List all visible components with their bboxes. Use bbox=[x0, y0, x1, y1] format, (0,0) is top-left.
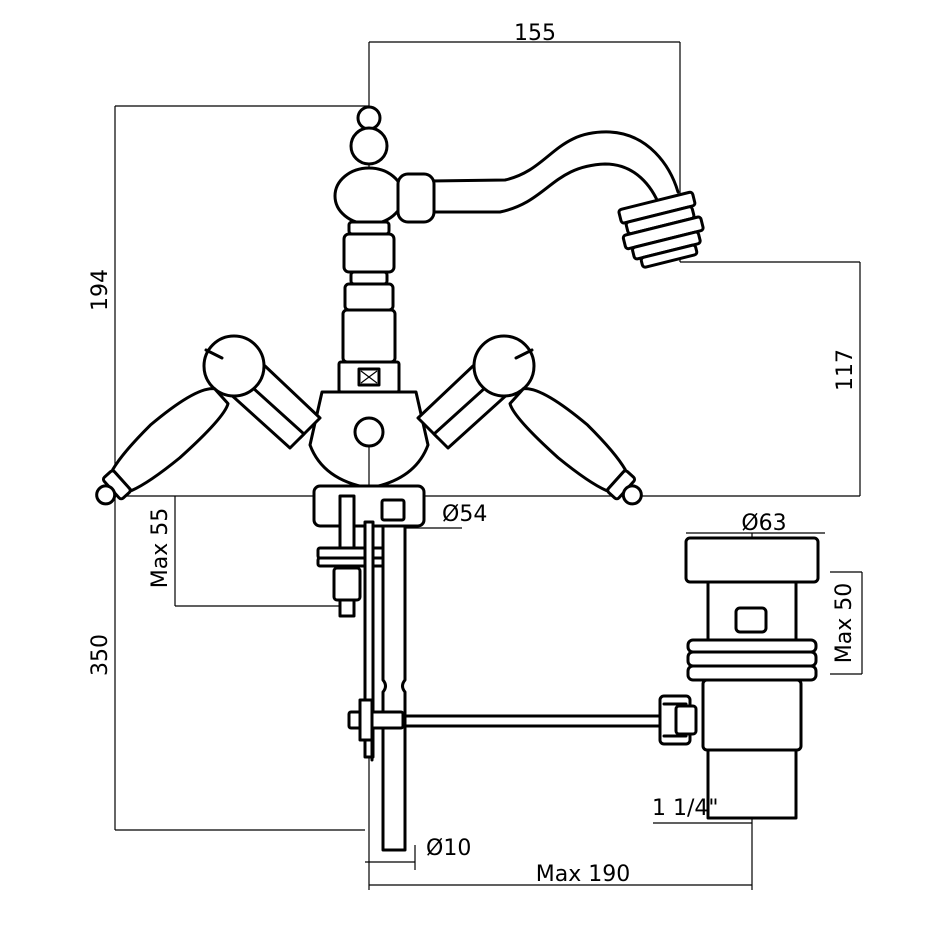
pull-rod bbox=[347, 698, 666, 762]
dimension-lines bbox=[114, 41, 863, 890]
right-handle bbox=[416, 334, 643, 506]
dim-thread-size: 1 1/4" bbox=[652, 796, 719, 821]
spout bbox=[396, 130, 705, 269]
dim-width-top: 155 bbox=[514, 21, 556, 46]
dim-waste-diameter: Ø63 bbox=[741, 511, 786, 536]
dim-base-diameter: Ø54 bbox=[442, 502, 487, 527]
dimension-labels: 155 194 117 Max 55 Ø54 350 Ø63 Max 50 1 … bbox=[88, 21, 858, 887]
left-handle bbox=[95, 334, 322, 506]
dim-height-total: 194 bbox=[88, 269, 113, 311]
dim-waste-height: Max 50 bbox=[832, 583, 857, 663]
dim-rod-diameter: Ø10 bbox=[426, 836, 471, 861]
pop-up-waste bbox=[658, 536, 820, 820]
dim-shank-length: Max 55 bbox=[148, 508, 173, 588]
dim-spout-height: 117 bbox=[833, 349, 858, 391]
dim-pipe-length: 350 bbox=[88, 634, 113, 676]
dim-rod-reach: Max 190 bbox=[536, 862, 630, 887]
faucet-body bbox=[308, 105, 430, 496]
mounting-shank bbox=[312, 484, 426, 852]
